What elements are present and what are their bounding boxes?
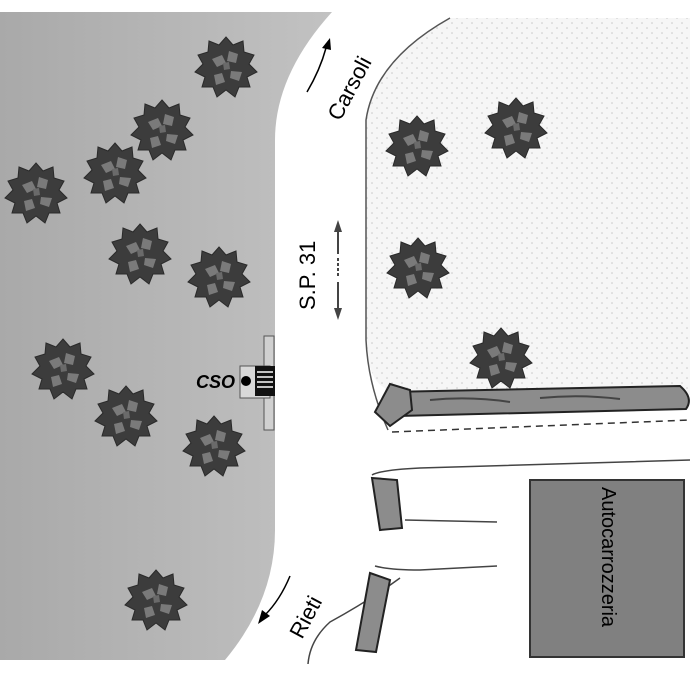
direction-arrow-icon bbox=[306, 47, 327, 93]
barrier-beam bbox=[373, 382, 690, 428]
station bbox=[239, 335, 275, 431]
south-destination-label: Rieti bbox=[284, 592, 327, 643]
side-road-top-edge bbox=[371, 459, 691, 476]
dashed-boundary bbox=[391, 419, 691, 433]
right-area bbox=[366, 18, 690, 395]
left-area bbox=[0, 12, 332, 660]
two-way-arrow-icon bbox=[334, 220, 342, 320]
side-road-inner-top bbox=[404, 519, 498, 523]
direction-arrow-icon bbox=[264, 575, 291, 616]
road-name-label: S.P. 31 bbox=[295, 241, 320, 310]
side-road-inner-bottom bbox=[374, 565, 498, 571]
barrier-post bbox=[354, 571, 392, 654]
station-label: CSO bbox=[196, 372, 235, 392]
building-label: Autocarrozzeria bbox=[597, 487, 619, 628]
station-marker-icon bbox=[241, 376, 251, 386]
direction-arrow-head bbox=[258, 610, 270, 624]
direction-arrow-head bbox=[322, 38, 331, 50]
barrier-post bbox=[370, 476, 404, 532]
right-area-edge bbox=[365, 17, 451, 431]
autocarrozzeria-building bbox=[529, 479, 685, 658]
